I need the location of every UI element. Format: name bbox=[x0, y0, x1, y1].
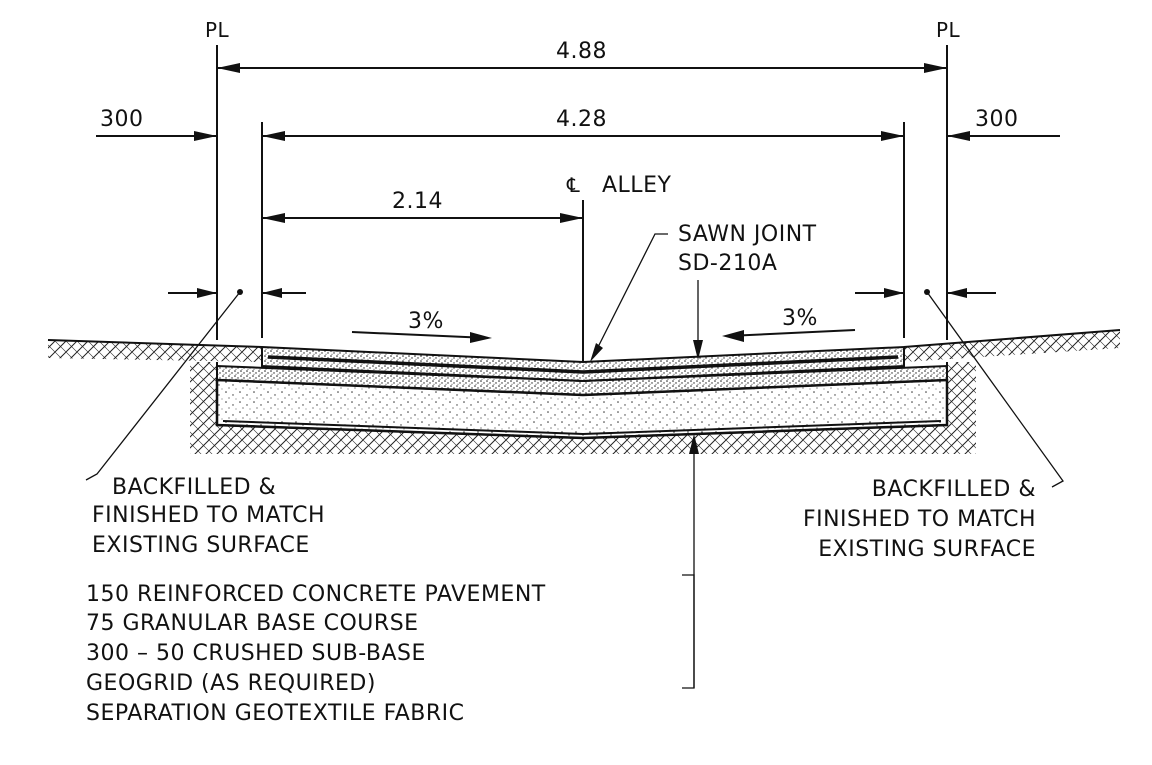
backfill-leader-left bbox=[85, 291, 241, 481]
centerline-symbol: ℄ bbox=[566, 173, 580, 197]
backfill-left-line2: FINISHED TO MATCH bbox=[92, 503, 325, 528]
layer-label-4: GEOGRID (AS REQUIRED) bbox=[86, 671, 376, 696]
dimension-label-left-offset: 300 bbox=[100, 107, 144, 132]
dimension-pavement-width: 4.28 300 300 bbox=[96, 107, 1060, 338]
backfill-left-line3: EXISTING SURFACE bbox=[92, 533, 310, 558]
pavement-structure bbox=[215, 345, 949, 440]
dimension-label-pavement: 4.28 bbox=[556, 107, 607, 132]
slope-arrow-right: 3% bbox=[722, 306, 856, 342]
backfill-leader-right bbox=[926, 291, 1064, 488]
backfill-left-line1: BACKFILLED & bbox=[112, 475, 276, 500]
reinforcement-line bbox=[267, 355, 899, 374]
layer-callout: 150 REINFORCED CONCRETE PAVEMENT 75 GRAN… bbox=[86, 434, 699, 726]
dimension-label-half: 2.14 bbox=[392, 189, 443, 214]
dimension-total-width: 4.88 bbox=[217, 39, 947, 73]
centerline-alley: ℄ ALLEY bbox=[566, 173, 671, 362]
concrete-pavement-layer bbox=[261, 345, 905, 383]
slope-arrow-left: 3% bbox=[351, 309, 492, 343]
pl-symbol-left: PL bbox=[205, 18, 230, 42]
slope-label-right: 3% bbox=[782, 306, 818, 331]
slope-label-left: 3% bbox=[408, 309, 444, 334]
pl-symbol-right: PL bbox=[936, 18, 961, 42]
centerline-label: ALLEY bbox=[602, 173, 671, 198]
dimension-label-right-offset: 300 bbox=[975, 107, 1019, 132]
layer-label-1: 150 REINFORCED CONCRETE PAVEMENT bbox=[86, 582, 546, 607]
dimension-half-width: 2.14 bbox=[262, 189, 583, 223]
backfill-note-right: BACKFILLED & FINISHED TO MATCH EXISTING … bbox=[803, 477, 1036, 562]
layer-label-2: 75 GRANULAR BASE COURSE bbox=[86, 611, 419, 636]
backfill-right-line3: EXISTING SURFACE bbox=[818, 537, 1036, 562]
property-line-left: PL bbox=[205, 18, 230, 340]
layer-label-3: 300 – 50 CRUSHED SUB-BASE bbox=[86, 641, 426, 666]
dimension-label-total: 4.88 bbox=[556, 39, 607, 64]
backfill-right-line2: FINISHED TO MATCH bbox=[803, 507, 1036, 532]
backfill-right-line1: BACKFILLED & bbox=[872, 477, 1036, 502]
sawn-joint-line2: SD-210A bbox=[678, 251, 777, 276]
backfill-note-left: BACKFILLED & FINISHED TO MATCH EXISTING … bbox=[92, 475, 325, 558]
property-line-right: PL bbox=[936, 18, 961, 340]
geotextile-line bbox=[222, 420, 942, 436]
sawn-joint-callout: SAWN JOINT SD-210A bbox=[590, 222, 817, 362]
layer-label-5: SEPARATION GEOTEXTILE FABRIC bbox=[86, 701, 464, 726]
offset-marker-right bbox=[855, 288, 996, 298]
sawn-joint-line1: SAWN JOINT bbox=[678, 222, 817, 247]
